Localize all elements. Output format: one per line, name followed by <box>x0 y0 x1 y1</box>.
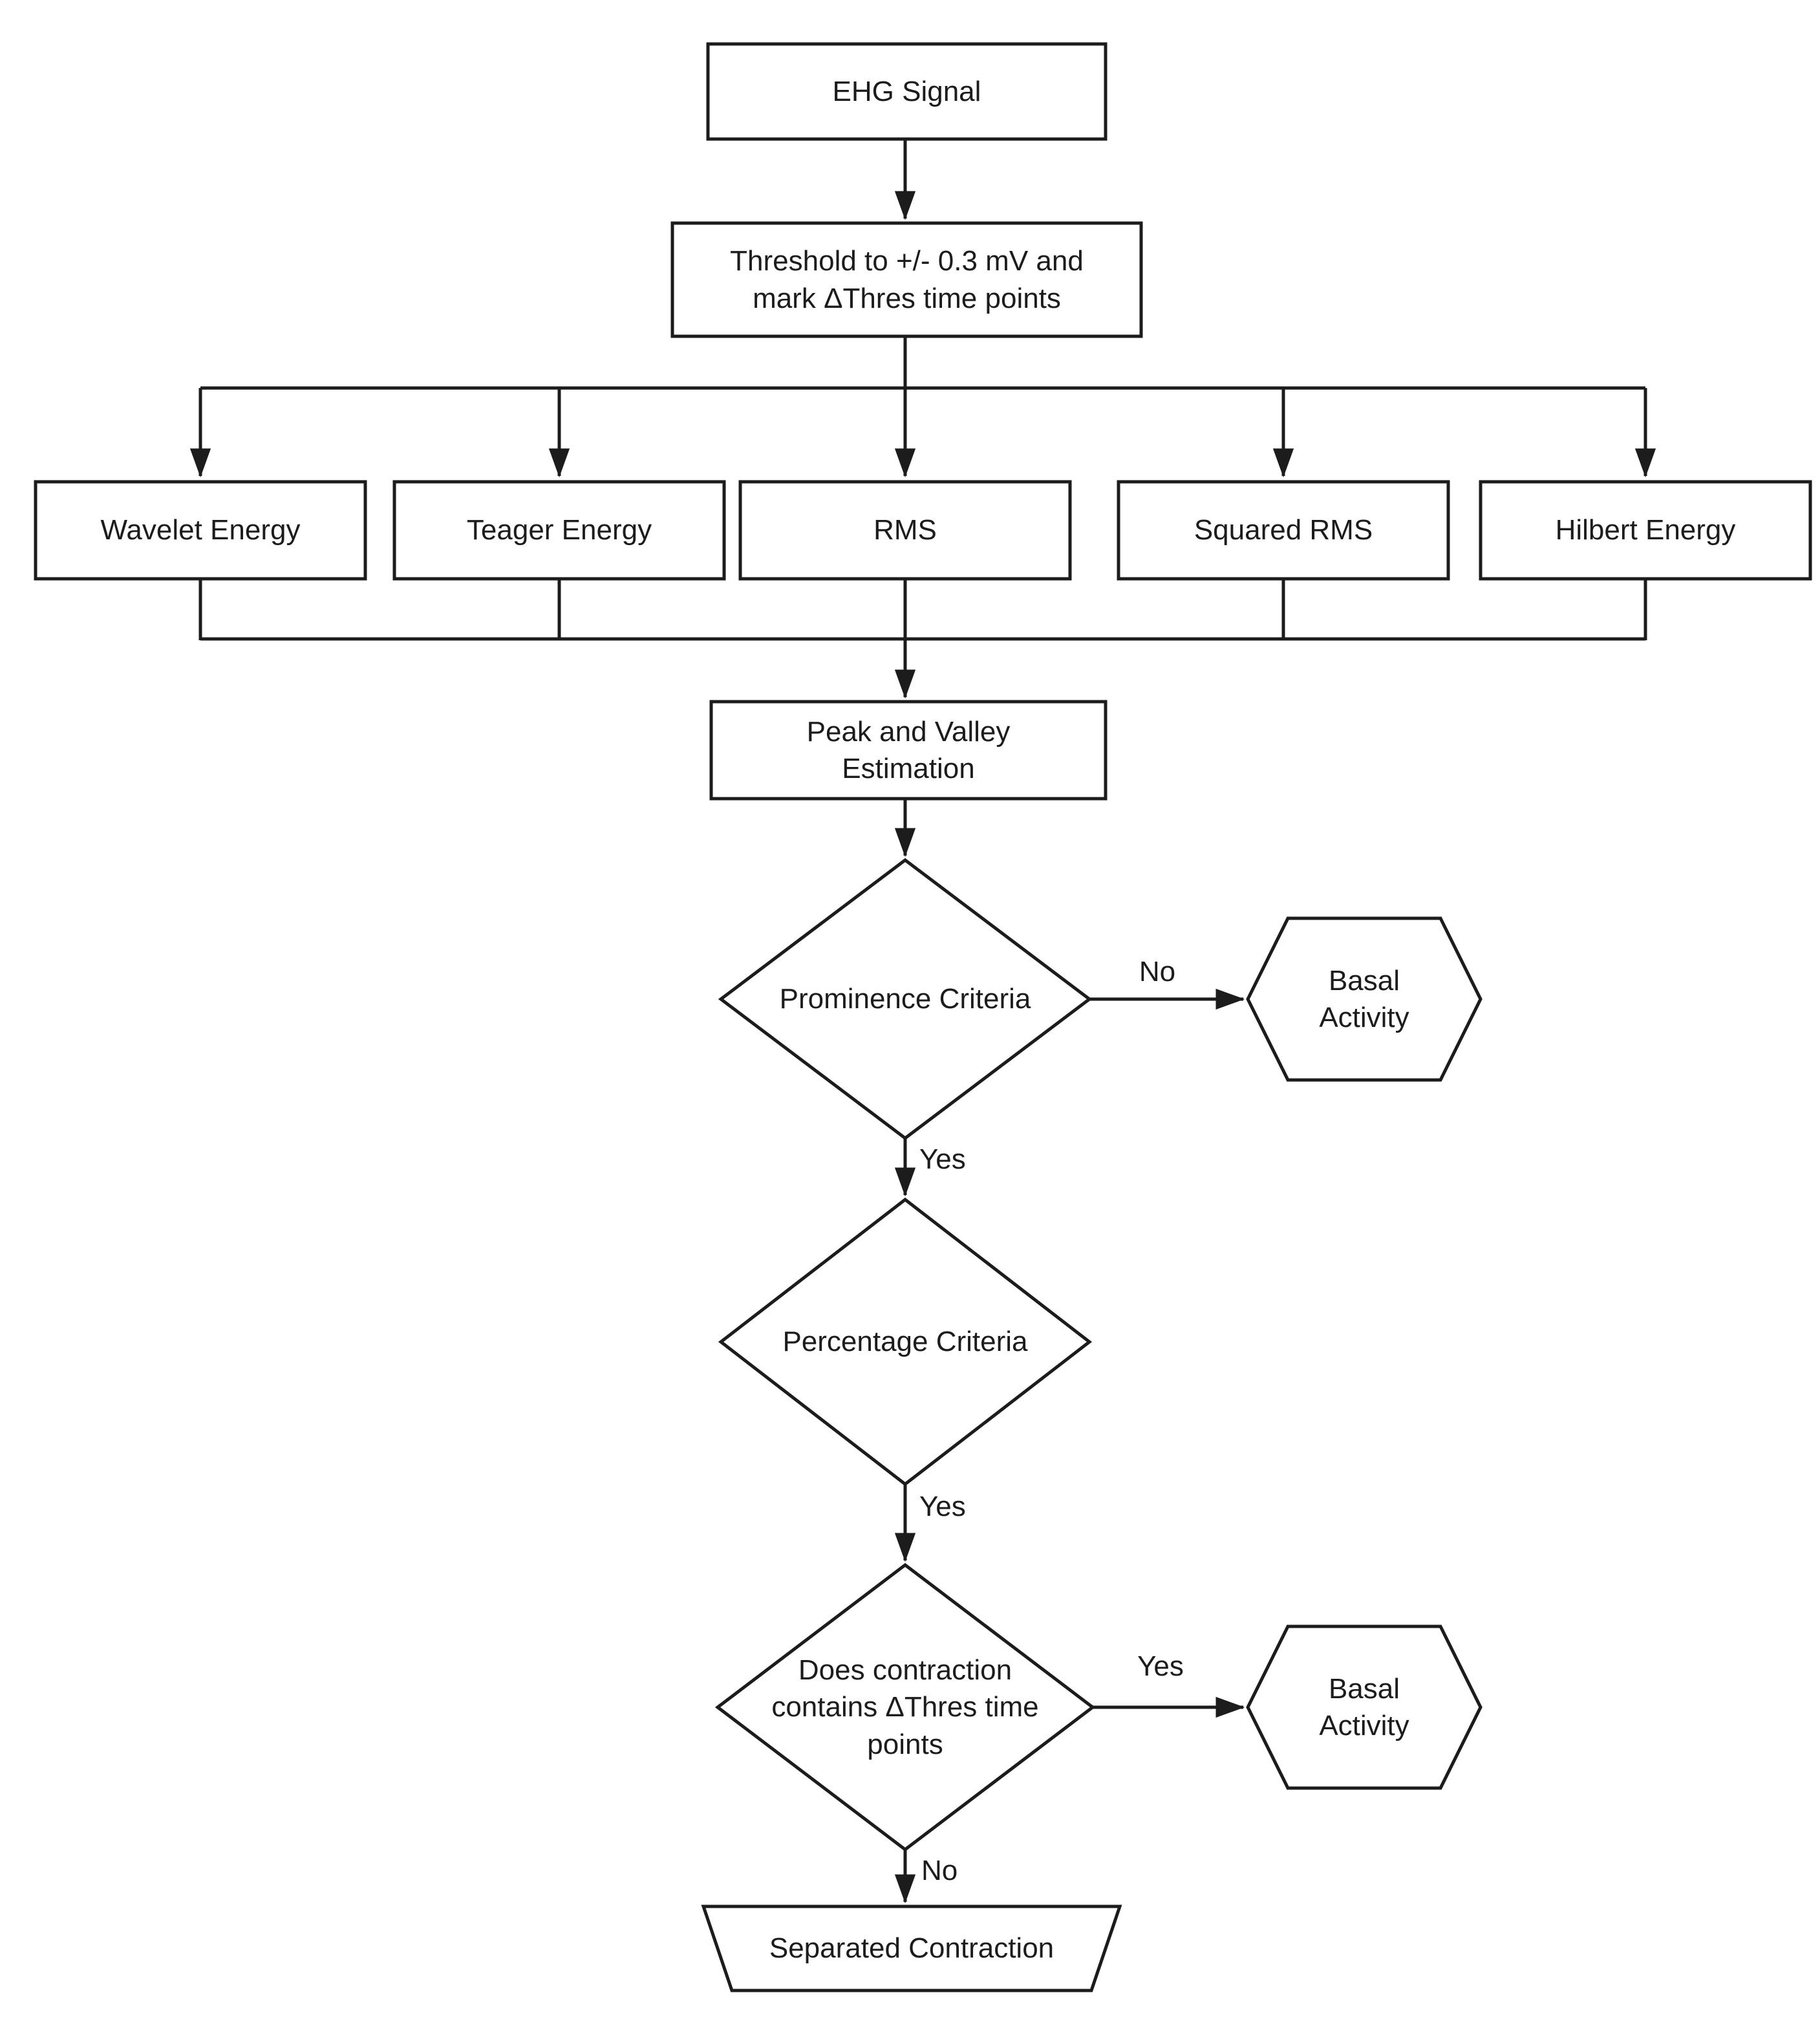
prominence-criteria-diamond <box>718 858 1093 1141</box>
rms-box <box>738 480 1072 581</box>
ehg-signal-box <box>706 42 1108 141</box>
wavelet-energy-box <box>34 480 367 581</box>
basal-activity-hexagon-2 <box>1246 1624 1483 1790</box>
teager-energy-box <box>392 480 726 581</box>
percentage-criteria-diamond <box>718 1197 1093 1487</box>
peak-valley-box <box>709 700 1108 801</box>
basal-activity-hexagon-1 <box>1246 916 1483 1082</box>
connector-group <box>189 139 1656 1904</box>
contraction-check-diamond <box>714 1562 1096 1852</box>
shape-group <box>34 42 1812 1992</box>
threshold-box <box>670 221 1143 338</box>
separated-contraction-trapezoid <box>701 1904 1122 1992</box>
squared-rms-box <box>1117 480 1450 581</box>
hilbert-energy-box <box>1479 480 1812 581</box>
